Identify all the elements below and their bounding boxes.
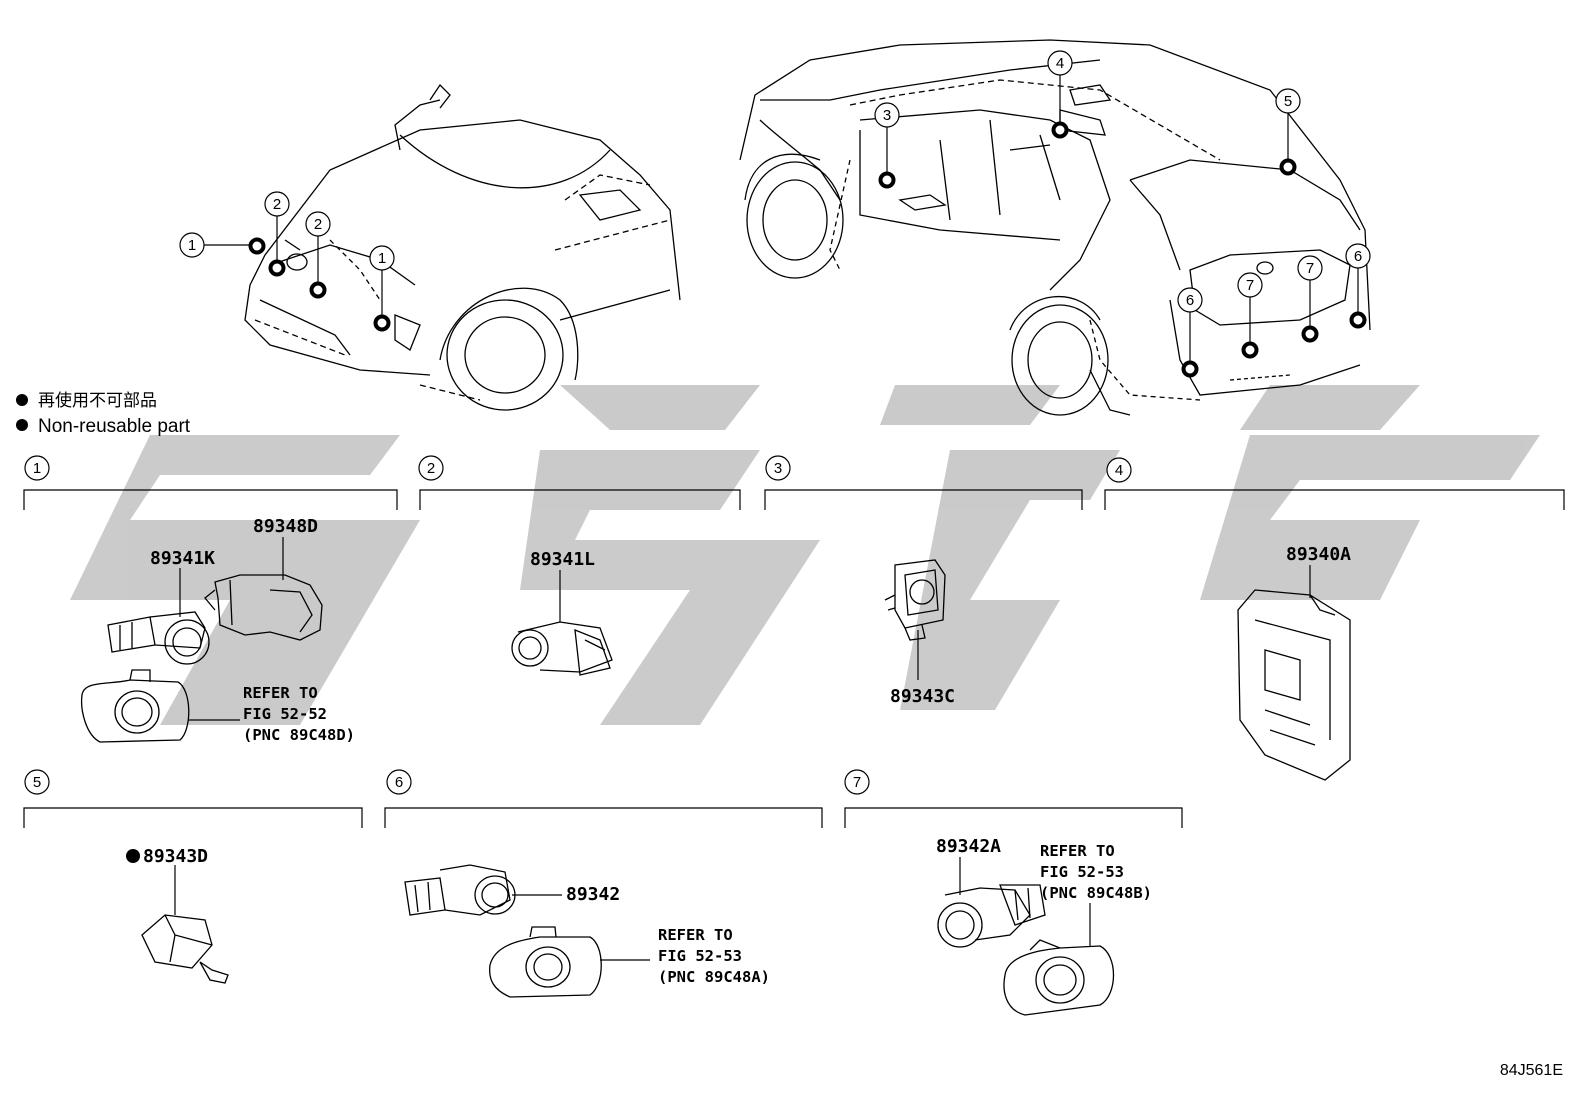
part-bezel-7-drawing	[1003, 939, 1114, 1016]
part-89341k-drawing	[107, 611, 210, 665]
group-number: 2	[427, 460, 435, 477]
watermark-logo	[70, 385, 1540, 725]
front-callout-labels: 1 2 2 1	[188, 196, 386, 267]
callout-label: 2	[273, 196, 281, 213]
part-number-89342a: 89342A	[936, 836, 1001, 857]
callout-label: 7	[1246, 277, 1254, 294]
callout-label: 5	[1284, 93, 1292, 110]
part-number-89343c: 89343C	[890, 686, 955, 707]
callout-label: 6	[1186, 292, 1194, 309]
part-number-89342: 89342	[566, 884, 620, 905]
figure-code: 84J561E	[1500, 1062, 1563, 1079]
group-brackets	[23, 489, 1565, 828]
refer-note-line: FIG 52-53	[658, 947, 742, 965]
refer-note-line: (PNC 89C48D)	[243, 726, 355, 744]
refer-note-line: (PNC 89C48B)	[1040, 884, 1152, 902]
group-number: 6	[395, 774, 403, 791]
non-reusable-dot-icon	[126, 849, 140, 863]
part-number-89348d: 89348D	[253, 516, 318, 537]
callout-label: 1	[188, 237, 196, 254]
rear-callouts	[874, 50, 1371, 378]
callout-label: 7	[1306, 260, 1314, 277]
refer-note-line: FIG 52-52	[243, 705, 327, 723]
rear-vehicle-illustration	[739, 39, 1371, 416]
part-89340a-drawing	[1237, 589, 1351, 781]
group-number: 7	[853, 774, 861, 791]
front-vehicle-illustration	[244, 83, 681, 411]
refer-note-line: FIG 52-53	[1040, 863, 1124, 881]
rear-callout-labels: 3 4 5 6 7 7 6	[883, 55, 1362, 309]
part-labels: 89348D 89341K 89341L 89343C 89340A 89343…	[126, 516, 1351, 905]
legend-ja: 再使用不可部品	[38, 390, 157, 410]
part-number-89341k: 89341K	[150, 548, 215, 569]
callout-label: 4	[1056, 55, 1064, 72]
front-callouts	[179, 191, 395, 332]
group-number: 3	[774, 460, 782, 477]
refer-notes: REFER TO FIG 52-52 (PNC 89C48D) REFER TO…	[243, 684, 1152, 986]
part-bezel-6-drawing	[488, 926, 602, 998]
refer-note-line: REFER TO	[243, 684, 318, 702]
refer-note-line: REFER TO	[658, 926, 733, 944]
callout-label: 2	[314, 216, 322, 233]
non-reusable-dot-icon	[16, 394, 28, 406]
callout-label: 3	[883, 107, 891, 124]
refer-note-line: (PNC 89C48A)	[658, 968, 770, 986]
part-illustrations	[80, 559, 1351, 1016]
legend: 再使用不可部品 Non-reusable part	[16, 390, 191, 437]
group-number: 5	[33, 774, 41, 791]
callout-label: 1	[378, 250, 386, 267]
part-89348d-drawing	[204, 574, 323, 641]
non-reusable-dot-icon	[16, 419, 28, 431]
group-number: 4	[1115, 462, 1123, 479]
part-bezel-1-drawing	[80, 669, 190, 743]
refer-note-line: REFER TO	[1040, 842, 1115, 860]
part-number-89340a: 89340A	[1286, 544, 1351, 565]
group-number-circles	[24, 455, 1132, 795]
part-number-89343d: 89343D	[143, 846, 208, 867]
group-numbers: 1 2 3 4 5 6 7	[33, 460, 1123, 791]
leader-lines	[174, 537, 1311, 961]
part-89342-drawing	[404, 864, 516, 916]
group-number: 1	[33, 460, 41, 477]
part-89342a-drawing	[937, 884, 1046, 948]
part-89341l-drawing	[511, 621, 613, 676]
part-number-89341l: 89341L	[530, 549, 595, 570]
callout-label: 6	[1354, 248, 1362, 265]
legend-en: Non-reusable part	[38, 416, 191, 437]
part-89343d-drawing	[141, 914, 229, 984]
